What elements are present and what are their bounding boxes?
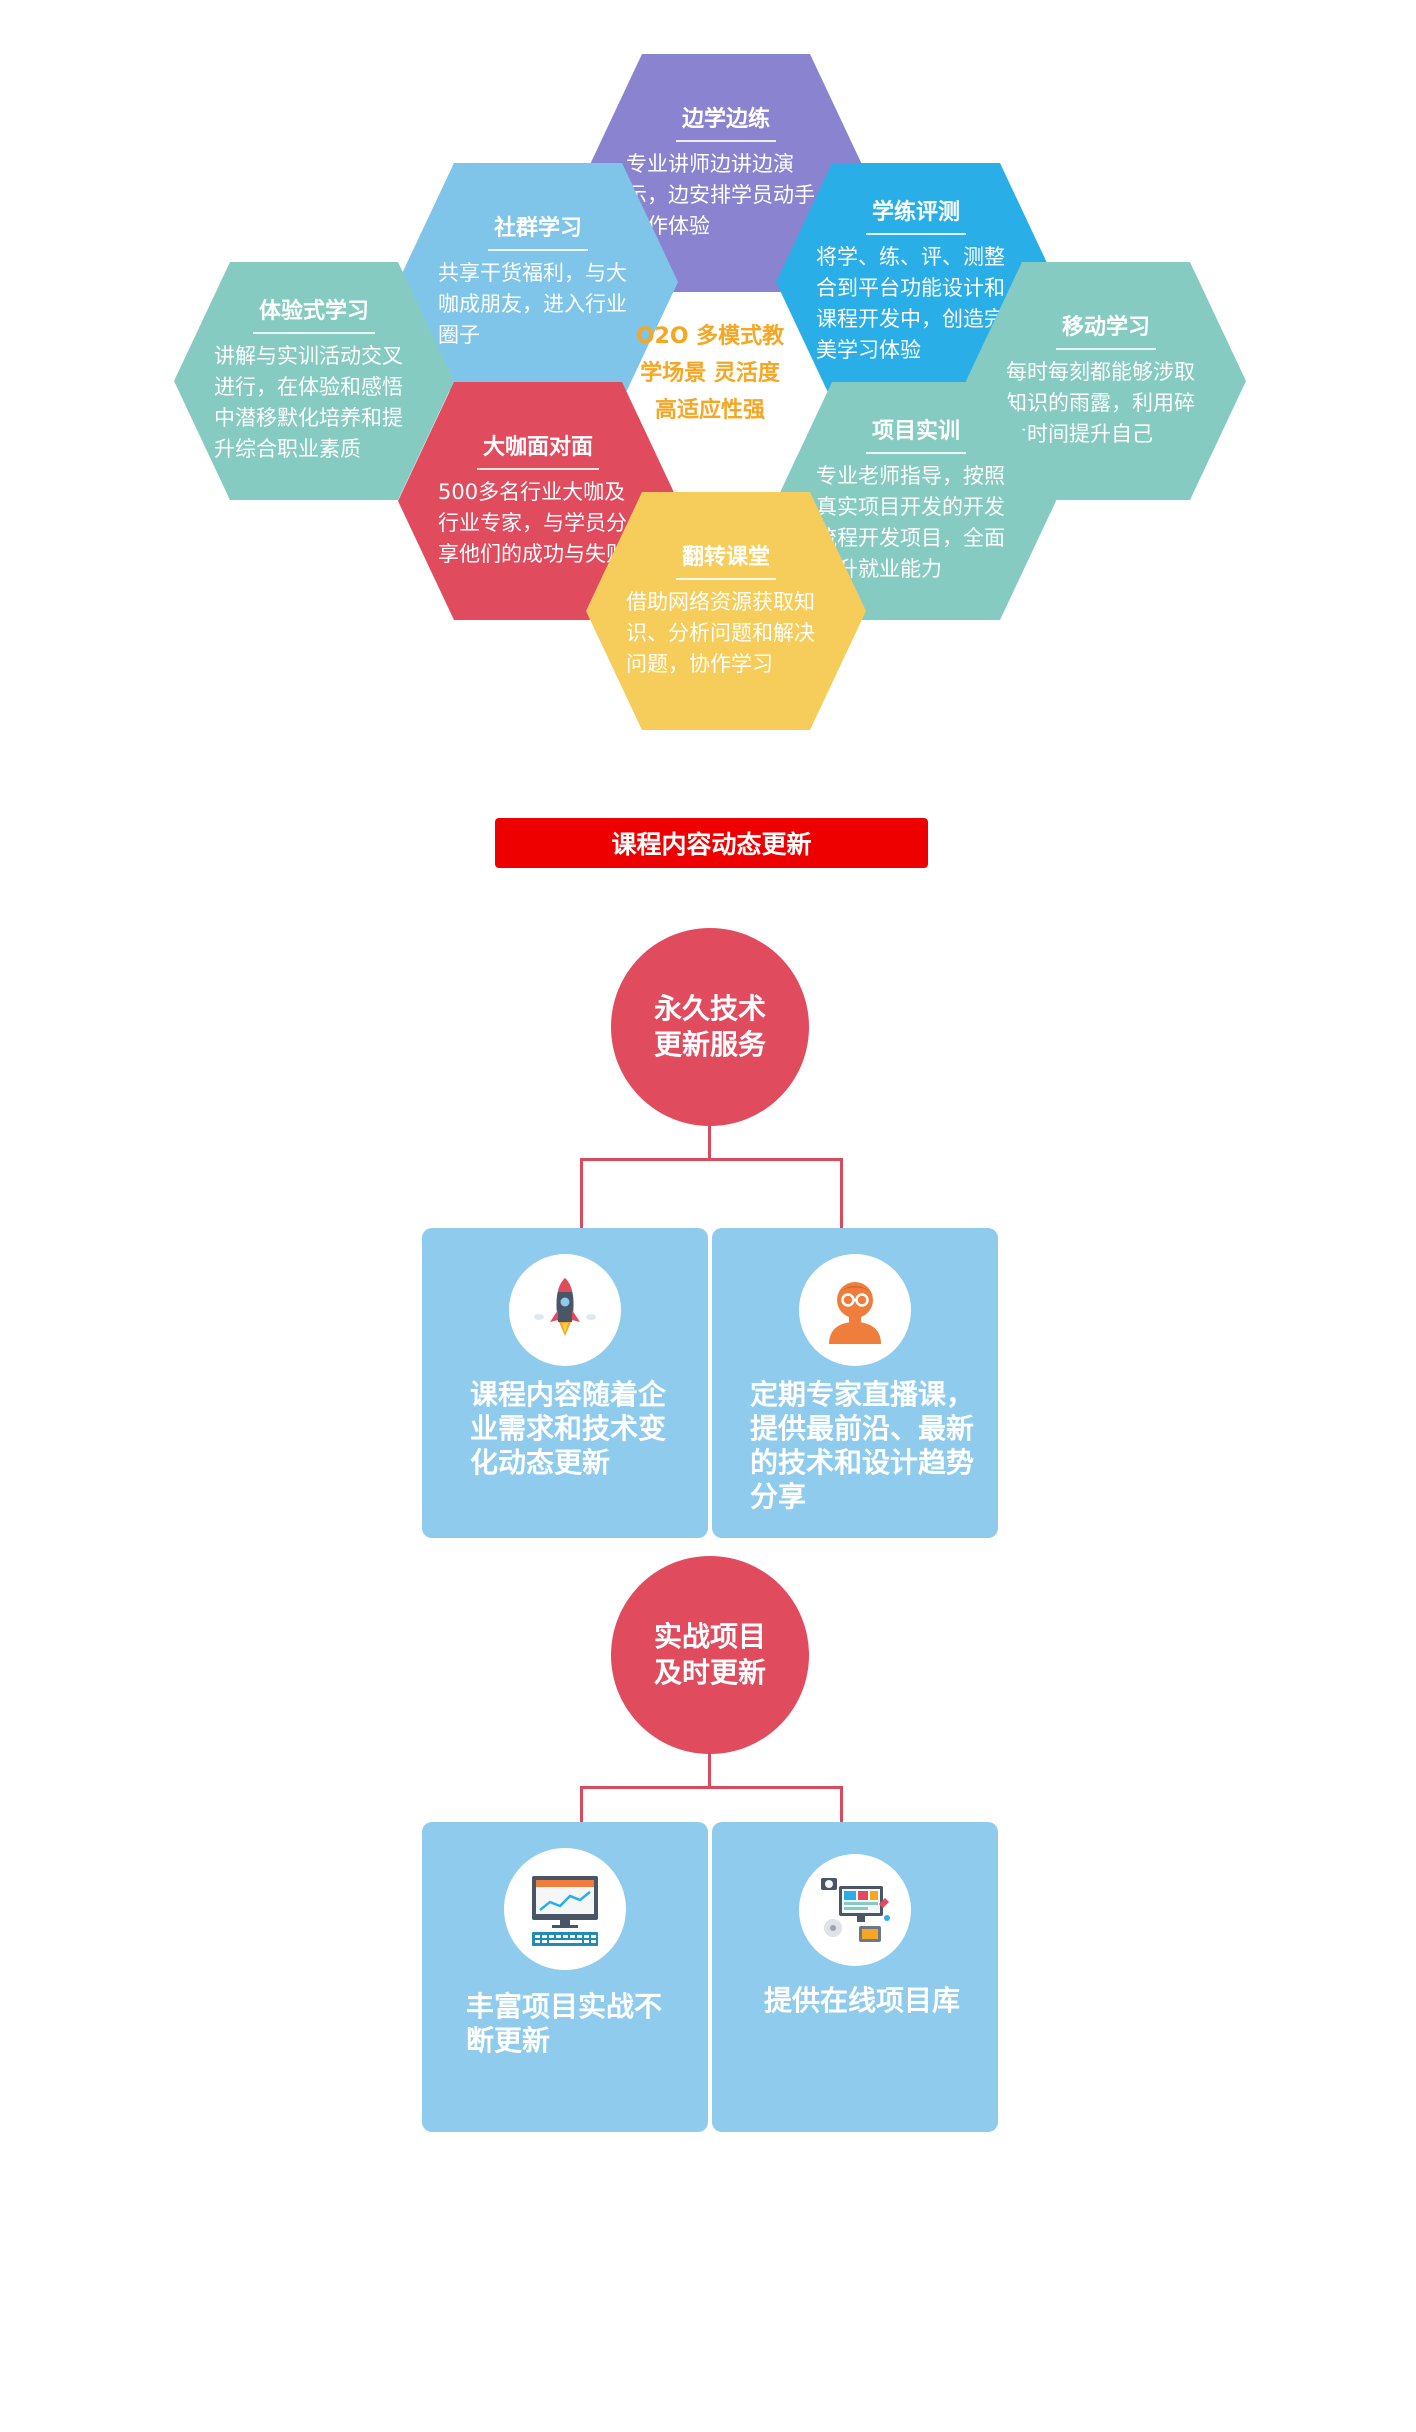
project-practice-card: 丰富项目实战不断更新 [422,1822,708,2132]
hex-title: 移动学习 [1055,313,1156,350]
center-line: 学场景 灵活度 [640,361,780,386]
circle-line: 永久技术 [653,992,766,1025]
hex-desc: 专业老师指导，按照真实项目开发的开发流程开发项目，全面提升就业能力 [816,464,1005,581]
icon-wrap [509,1254,621,1366]
hex-title: 社群学习 [487,214,588,251]
project-library-card: 提供在线项目库 [712,1822,998,2132]
icon-wrap [799,1254,911,1366]
hex-desc: 讲解与实训活动交叉进行，在体验和感悟中潜移默化培养和提升综合职业素质 [214,344,403,461]
section-banner: 课程内容动态更新 [495,818,928,868]
hex-desc: 共享干货福利，与大咖成朋友，进入行业圈子 [438,260,627,347]
card-text: 定期专家直播课，提供最前沿、最新的技术和设计趋势分享 [750,1378,975,1513]
hex-tiyan: 体验式学习 讲解与实训活动交叉进行，在体验和感悟中潜移默化培养和提升综合职业素质 [174,262,454,500]
hex-fanzhuan: 翻转课堂 借助网络资源获取知识、分析问题和解决问题，协作学习 [586,492,866,730]
circle-line: 更新服务 [653,1028,766,1061]
rocket-icon [534,1278,596,1336]
card-text: 提供在线项目库 [764,1984,961,2017]
center-text: O2O 多模式教 学场景 灵活度 高适应性强 [610,318,810,429]
tech-update-circle: 永久技术 更新服务 [611,928,809,1126]
center-line: 高适应性强 [654,398,765,423]
circle-line: 及时更新 [653,1656,766,1689]
hex-title: 大咖面对面 [476,433,599,470]
expert-avatar-icon [829,1282,881,1344]
hex-desc: 500多名行业大咖及行业专家，与学员分享他们的成功与失败 [438,479,627,566]
circle-line: 实战项目 [653,1620,766,1653]
hex-desc: 借助网络资源获取知识、分析问题和解决问题，协作学习 [626,589,815,676]
hex-title: 翻转课堂 [675,543,776,580]
icon-wrap [504,1848,626,1970]
connector [580,1158,843,1161]
connector [840,1786,843,1824]
project-update-circle: 实战项目 及时更新 [611,1556,809,1754]
connector [708,1124,711,1160]
hex-desc: 每时每刻都能够涉取知识的雨露，利用碎片时间提升自己 [1006,359,1195,446]
connector [580,1158,583,1230]
card-text: 丰富项目实战不断更新 [466,1990,663,2057]
hex-xiangmu: 项目实训 专业老师指导，按照真实项目开发的开发流程开发项目，全面提升就业能力 [776,382,1056,620]
hex-daka: 大咖面对面 500多名行业大咖及行业专家，与学员分享他们的成功与失败 [398,382,678,620]
center-line: O2O 多模式教 [635,324,785,349]
hex-title: 边学边练 [675,105,776,142]
expert-live-card: 定期专家直播课，提供最前沿、最新的技术和设计趋势分享 [712,1228,998,1538]
connector [580,1786,583,1824]
course-update-card: 课程内容随着企业需求和技术变化动态更新 [422,1228,708,1538]
hex-desc: 将学、练、评、测整合到平台功能设计和课程开发中，创造完美学习体验 [816,245,1005,362]
card-text: 课程内容随着企业需求和技术变化动态更新 [470,1378,667,1479]
connector [840,1158,843,1230]
hex-title: 学练评测 [865,198,966,235]
hex-title: 项目实训 [865,417,966,454]
connector [708,1752,711,1788]
hex-yidong: 移动学习 每时每刻都能够涉取知识的雨露，利用碎片时间提升自己 [966,262,1246,500]
computer-monitor-icon [532,1876,598,1946]
hex-desc: 专业讲师边讲边演示，边安排学员动手操作体验 [626,151,815,238]
project-library-icon [821,1878,890,1942]
icon-wrap [799,1854,911,1966]
connector [580,1786,843,1789]
hex-title: 体验式学习 [252,297,375,334]
